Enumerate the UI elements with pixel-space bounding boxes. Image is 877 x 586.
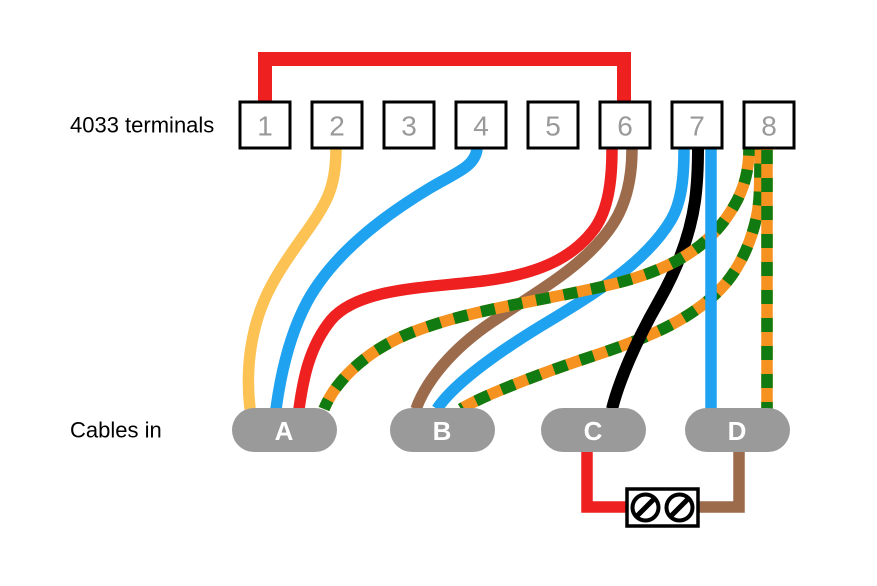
terminal-box-8: 8 xyxy=(742,100,796,150)
screw-icon xyxy=(630,492,661,523)
wire-group xyxy=(242,147,773,513)
cables-row: A B C D xyxy=(232,408,790,452)
terminal-number-7: 7 xyxy=(689,111,705,142)
cable-a-label: A xyxy=(275,416,294,446)
terminal-box-7: 7 xyxy=(670,100,724,150)
wire-a-red-to-terminal-6 xyxy=(293,148,618,410)
cable-b: B xyxy=(390,408,495,452)
terminal-number-6: 6 xyxy=(617,111,633,142)
terminal-box-3: 3 xyxy=(382,100,436,150)
wire-a-gold-to-terminal-2 xyxy=(242,148,342,410)
wire-d-brown-to-screw-block xyxy=(698,450,745,513)
wire-a-striped-to-terminal-8-dashes xyxy=(318,148,755,412)
terminals-row-label: 4033 terminals xyxy=(70,113,214,138)
screw-icon xyxy=(664,492,695,523)
cable-d: D xyxy=(685,408,790,452)
cable-c: C xyxy=(541,408,646,452)
terminal-row: 1 2 3 4 5 6 7 8 xyxy=(238,100,796,150)
terminal-number-3: 3 xyxy=(401,111,417,142)
terminal-number-2: 2 xyxy=(329,111,345,142)
cable-a: A xyxy=(232,408,337,452)
terminal-number-5: 5 xyxy=(545,111,561,142)
terminal-box-4: 4 xyxy=(454,100,508,150)
terminal-box-2: 2 xyxy=(310,100,364,150)
cable-b-label: B xyxy=(433,416,452,446)
wire-a-blue-to-terminal-4 xyxy=(270,147,483,410)
terminal-number-1: 1 xyxy=(257,111,273,142)
terminal-box-1: 1 xyxy=(238,100,292,150)
wire-b-brown-to-terminal-6 xyxy=(410,148,638,412)
terminal-number-4: 4 xyxy=(473,111,489,142)
terminal-number-8: 8 xyxy=(761,111,777,142)
terminal-box-5: 5 xyxy=(526,100,580,150)
cables-row-label: Cables in xyxy=(70,418,162,443)
screw-terminal-block xyxy=(625,487,700,528)
wire-c-red-to-screw-block xyxy=(581,450,627,513)
cable-d-label: D xyxy=(728,416,747,446)
wire-b-striped-to-terminal-8-dashes xyxy=(457,148,766,414)
cable-c-label: C xyxy=(584,416,603,446)
jumper-wire-1-to-6 xyxy=(258,52,631,110)
terminal-box-6: 6 xyxy=(598,100,652,150)
